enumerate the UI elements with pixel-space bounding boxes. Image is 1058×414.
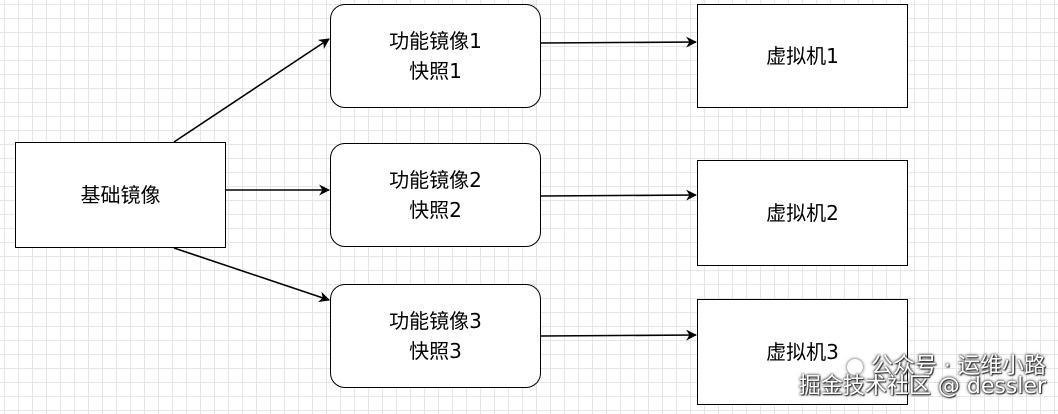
edge-base-to-functional-1 [173, 38, 330, 143]
virtual-machine-2-label: 虚拟机2 [766, 201, 839, 225]
functional-image-2-snapshot: 快照2 [409, 198, 462, 222]
functional-image-3-snapshot: 快照3 [409, 339, 462, 363]
watermark-text-2: 掘金技术社区 @ dessler [798, 374, 1046, 399]
virtual-machine-node-2[interactable]: 虚拟机2 [697, 160, 908, 266]
functional-image-node-1[interactable]: 功能镜像1 快照1 [330, 4, 541, 108]
functional-image-node-2[interactable]: 功能镜像2 快照2 [330, 143, 541, 247]
virtual-machine-node-3[interactable]: 虚拟机3 [697, 299, 908, 405]
watermark-line-2: 掘金技术社区 @ dessler [799, 374, 1046, 400]
base-image-label: 基础镜像 [80, 183, 161, 207]
functional-image-3-name: 功能镜像3 [389, 309, 482, 333]
virtual-machine-1-label: 虚拟机1 [766, 44, 839, 68]
base-image-node[interactable]: 基础镜像 [15, 142, 226, 248]
functional-image-1-snapshot: 快照1 [409, 59, 462, 83]
functional-image-node-3[interactable]: 功能镜像3 快照3 [330, 284, 541, 388]
wechat-icon [847, 359, 864, 375]
watermark-text-1: 公众号 · 运维小路 [871, 354, 1046, 379]
edge-functional-2-to-vm-2 [540, 189, 698, 201]
edge-base-to-functional-3 [173, 247, 331, 303]
functional-image-1-name: 功能镜像1 [389, 29, 482, 53]
edge-functional-1-to-vm-1 [540, 36, 698, 48]
watermark-line-1: 公众号 · 运维小路 [847, 354, 1046, 380]
functional-image-2-name: 功能镜像2 [389, 168, 482, 192]
virtual-machine-node-1[interactable]: 虚拟机1 [697, 4, 908, 108]
virtual-machine-3-label: 虚拟机3 [766, 340, 839, 364]
edge-functional-3-to-vm-3 [540, 329, 698, 341]
